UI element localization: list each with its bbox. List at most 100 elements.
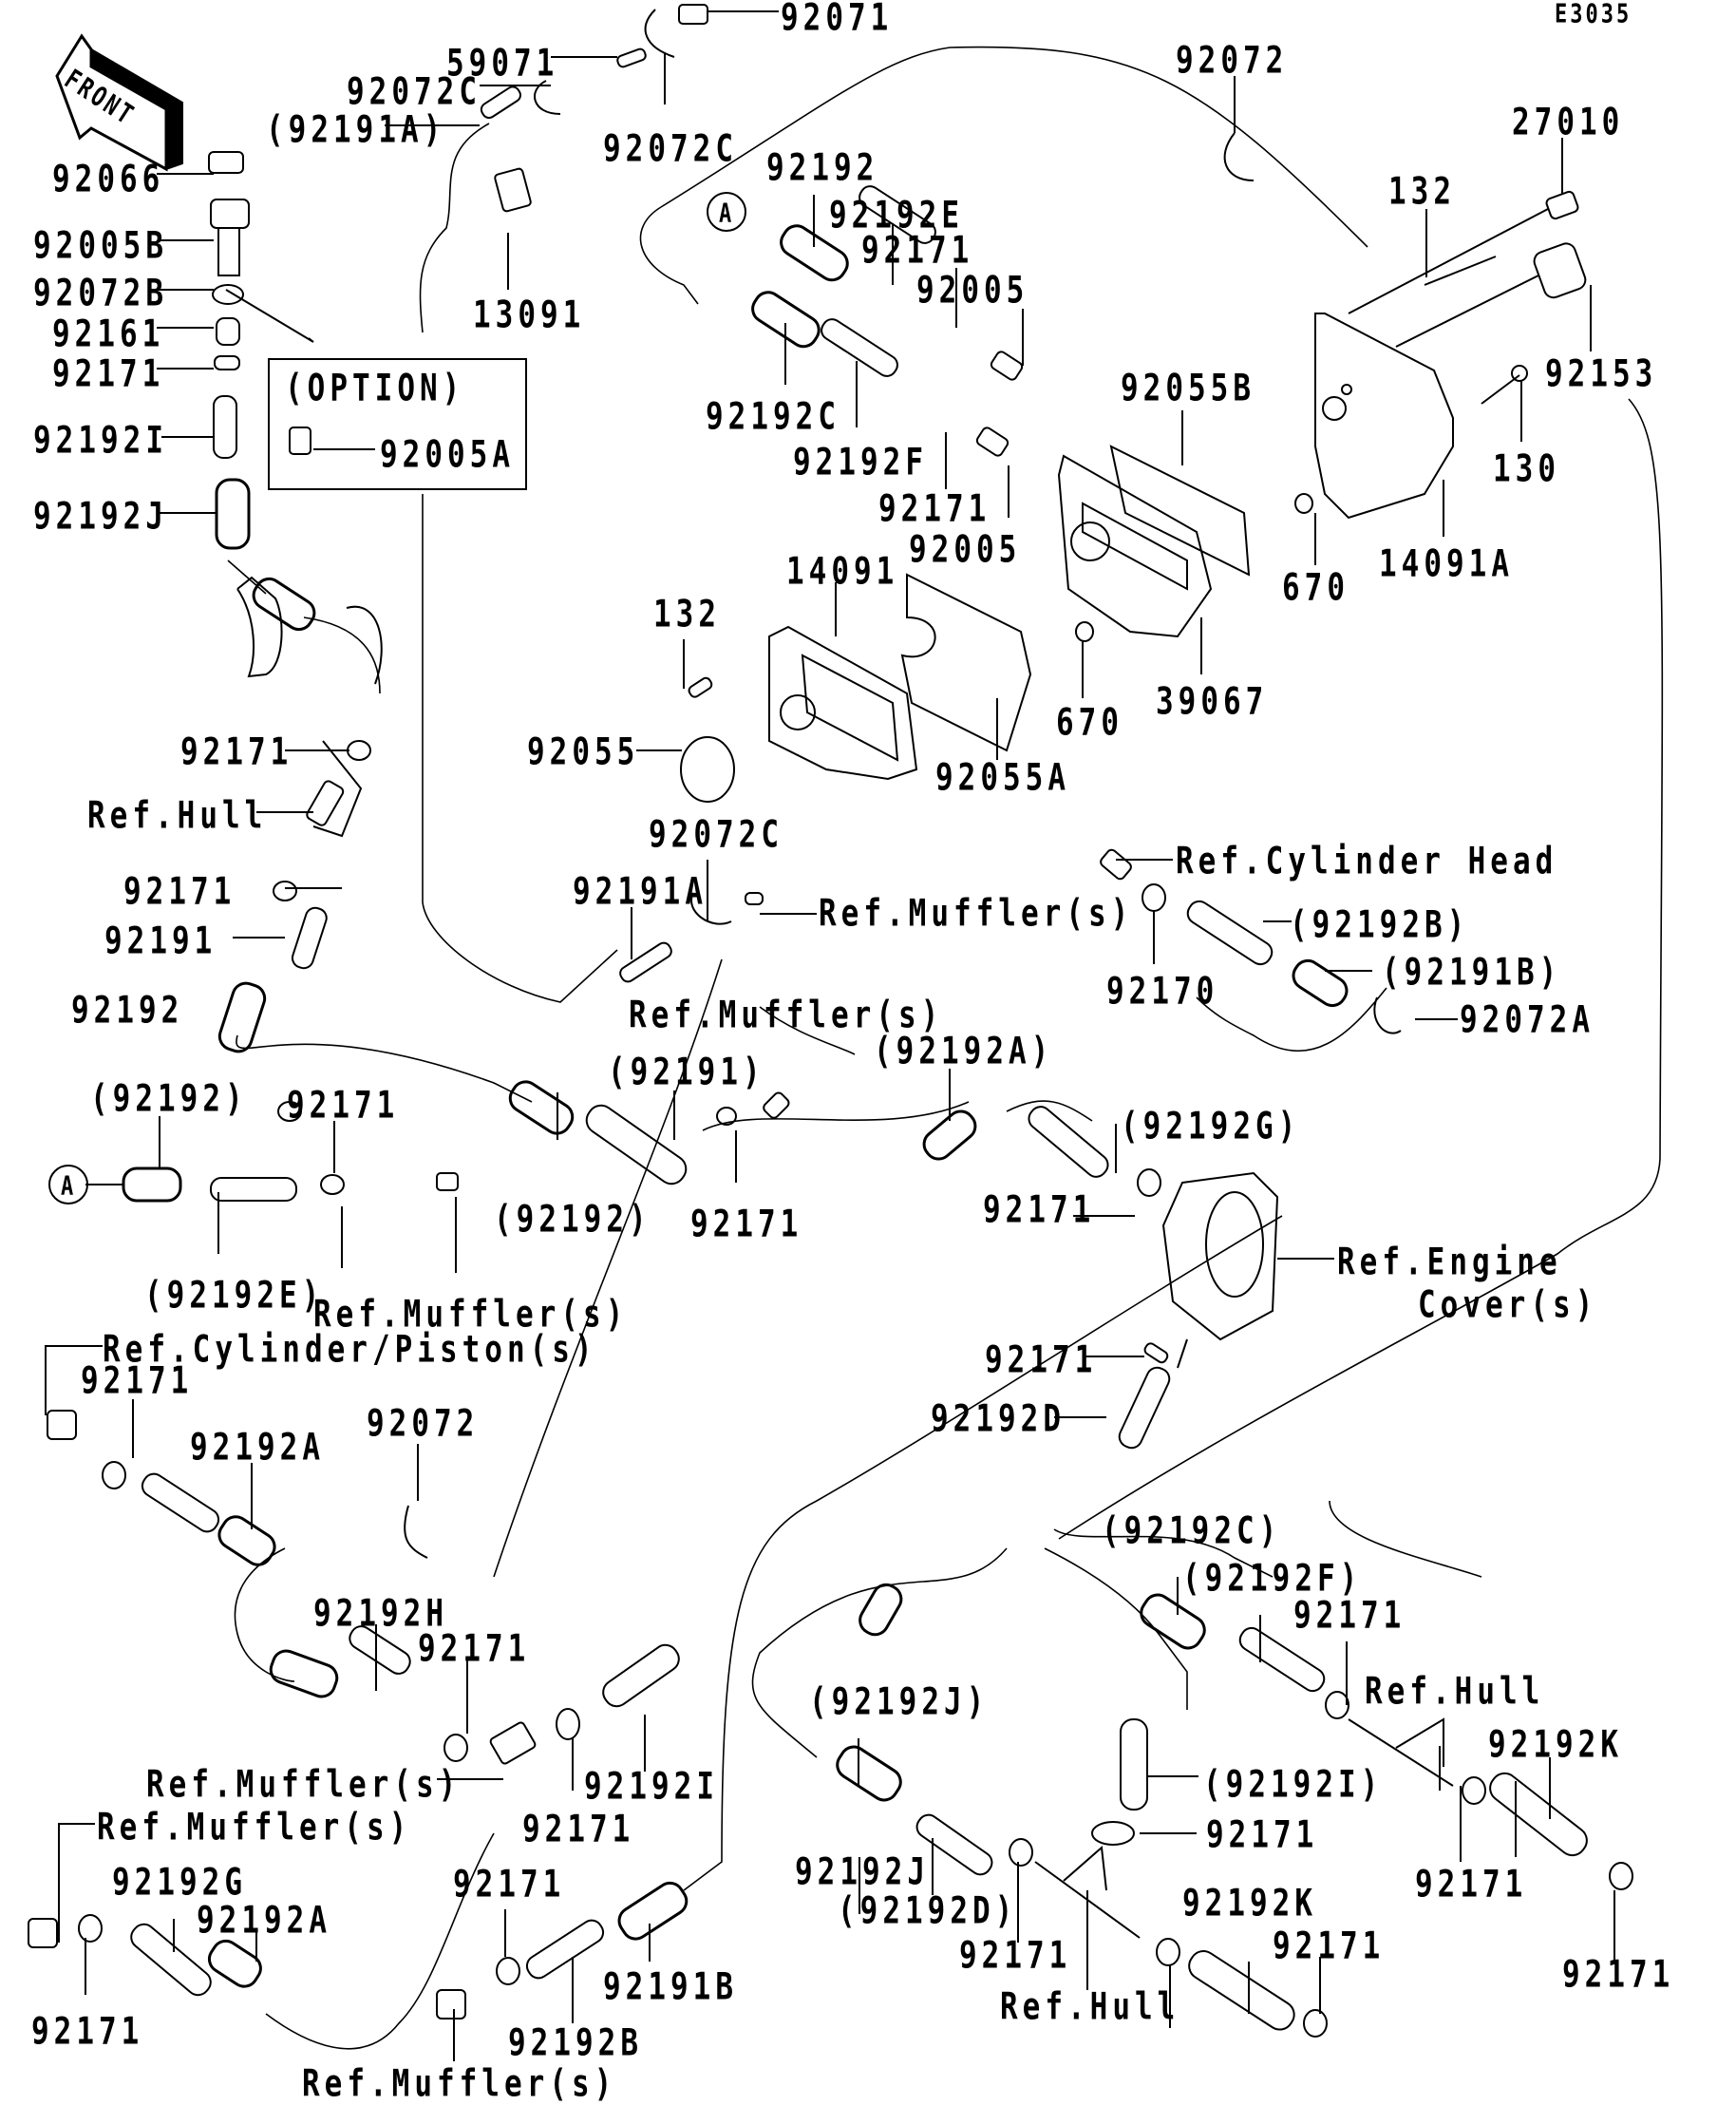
part-callout-ref-muffler-s: Ref.Muffler(s) xyxy=(819,892,1134,936)
tube-parts xyxy=(130,85,1588,2031)
part-callout-ref-muffler-s: Ref.Muffler(s) xyxy=(146,1763,462,1807)
part-callout-92055: 92055 xyxy=(527,730,640,774)
o-ring-670-lower xyxy=(1075,621,1094,642)
part-callout-92192a: (92192A) xyxy=(874,1030,1054,1073)
part-callout-92192k: 92192K xyxy=(1488,1723,1623,1767)
cover-39067 xyxy=(1057,445,1251,638)
fittings-and-clamps xyxy=(28,4,1633,2038)
part-callout-92191a: 92191A xyxy=(573,870,708,914)
part-callout-92171: 92171 xyxy=(861,229,974,273)
option-box-label: (OPTION) xyxy=(285,367,465,410)
part-callout-92191b: 92191B xyxy=(603,1965,738,2009)
part-callout-92072c: 92072C xyxy=(603,127,738,171)
part-callout-92005: 92005 xyxy=(916,269,1029,313)
part-callout-92192: (92192) xyxy=(494,1198,651,1242)
part-callout-670: 670 xyxy=(1056,701,1123,745)
part-callout-ref-cylinder-piston-s: Ref.Cylinder/Piston(s) xyxy=(103,1328,597,1372)
part-callout-ref-hull: Ref.Hull xyxy=(1365,1670,1545,1714)
part-callout-92192: 92192 xyxy=(766,146,879,190)
part-callout-92192d: 92192D xyxy=(931,1397,1066,1441)
part-callout-92171: 92171 xyxy=(31,2010,144,2054)
part-callout-92192j: 92192J xyxy=(795,1850,930,1894)
part-callout-92171: 92171 xyxy=(1206,1813,1319,1857)
part-callout-92192: 92192 xyxy=(71,989,184,1033)
part-callout-670: 670 xyxy=(1282,566,1349,610)
drawing-id: E3035 xyxy=(1555,0,1632,29)
part-callout-132: 132 xyxy=(653,593,721,636)
part-callout-92072: 92072 xyxy=(1176,39,1289,83)
part-callout-92192b: 92192B xyxy=(508,2021,643,2065)
part-callout-92005a: 92005A xyxy=(380,433,515,477)
connector-marker: A xyxy=(719,199,735,229)
part-callout-92171: 92171 xyxy=(418,1627,531,1671)
part-callout-27010: 27010 xyxy=(1512,101,1625,144)
part-callout-92192e: (92192E) xyxy=(144,1274,325,1318)
part-callout-cover-s: Cover(s) xyxy=(1418,1283,1598,1327)
part-callout-92171: 92171 xyxy=(1415,1863,1528,1906)
part-callout-ref-hull: Ref.Hull xyxy=(1000,1985,1180,2029)
part-callout-ref-muffler-s: Ref.Muffler(s) xyxy=(97,1806,412,1849)
part-callout-92192h: 92192H xyxy=(313,1592,448,1636)
part-callout-92055b: 92055B xyxy=(1121,367,1255,410)
part-callout-ref-muffler-s: Ref.Muffler(s) xyxy=(313,1293,629,1337)
part-callout-92071: 92071 xyxy=(781,0,894,40)
o-ring-92055 xyxy=(680,736,735,803)
part-callout-92072b: 92072B xyxy=(33,272,168,315)
o-ring-670-right xyxy=(1294,493,1313,514)
part-callout-92055a: 92055A xyxy=(935,756,1070,800)
part-callout-92171: 92171 xyxy=(959,1934,1072,1978)
part-callout-92192f: 92192F xyxy=(793,441,928,484)
part-callout-92072a: 92072A xyxy=(1460,998,1594,1042)
part-callout-ref-muffler-s: Ref.Muffler(s) xyxy=(629,994,944,1037)
part-callout-92171: 92171 xyxy=(985,1338,1098,1382)
gasket-92055A xyxy=(900,573,1032,752)
part-callout-92192i: (92192I) xyxy=(1203,1763,1384,1807)
part-callout-92171: 92171 xyxy=(878,487,991,531)
part-callout-92171: 92171 xyxy=(287,1084,400,1128)
part-callout-92171: 92171 xyxy=(123,870,236,914)
part-callout-92192g: 92192G xyxy=(112,1861,247,1905)
part-callout-92161: 92161 xyxy=(52,313,165,356)
part-callout-92072c: 92072C xyxy=(347,70,481,114)
part-callout-ref-hull: Ref.Hull xyxy=(87,794,268,838)
part-callout-39067: 39067 xyxy=(1156,680,1269,724)
connector-marker: A xyxy=(61,1171,77,1202)
part-callout-92192: (92192) xyxy=(90,1077,248,1121)
part-callout-92191: (92191) xyxy=(608,1051,765,1094)
part-callout-92192c: (92192C) xyxy=(1102,1509,1282,1553)
part-callout-92171: 92171 xyxy=(690,1203,803,1246)
part-callout-92153: 92153 xyxy=(1545,352,1658,396)
cover-plate-14091A xyxy=(1314,313,1454,520)
part-callout-92192d: (92192D) xyxy=(838,1889,1018,1933)
leader-lines xyxy=(45,10,1615,2061)
part-callout-92192i: 92192I xyxy=(584,1765,719,1809)
part-callout-14091a: 14091A xyxy=(1379,542,1514,586)
part-callout-92005b: 92005B xyxy=(33,224,168,268)
part-callout-ref-engine: Ref.Engine xyxy=(1337,1241,1562,1284)
part-callout-92171: 92171 xyxy=(52,352,165,396)
part-callout-92192j: (92192J) xyxy=(809,1680,990,1724)
part-callout-92171: 92171 xyxy=(1562,1953,1675,1997)
part-callout-92192c: 92192C xyxy=(706,395,840,439)
part-callout-92171: 92171 xyxy=(983,1188,1096,1232)
part-callout-92192a: 92192A xyxy=(190,1426,325,1470)
part-callout-92192e: 92192E xyxy=(829,194,964,237)
corrugated-hoses xyxy=(122,224,1349,1988)
part-callout-92192a: 92192A xyxy=(197,1899,331,1943)
part-callout-92170: 92170 xyxy=(1106,970,1219,1014)
front-arrow-icon xyxy=(55,33,183,172)
part-callout-ref-muffler-s: Ref.Muffler(s) xyxy=(302,2062,617,2105)
part-callout-130: 130 xyxy=(1493,447,1560,491)
part-callout-92191a: (92191A) xyxy=(266,108,446,152)
part-callout-92072: 92072 xyxy=(367,1402,480,1446)
part-callout-92072c: 92072C xyxy=(649,813,783,857)
part-callout-92192f: (92192F) xyxy=(1182,1557,1363,1601)
part-callout-13091: 13091 xyxy=(473,294,586,337)
part-callout-92191: 92191 xyxy=(104,920,217,963)
part-callout-92192i: 92192I xyxy=(33,419,168,463)
engine-cover xyxy=(1161,1171,1279,1369)
part-callout-ref-cylinder-head: Ref.Cylinder Head xyxy=(1176,840,1558,883)
part-callout-92192g: (92192G) xyxy=(1121,1105,1301,1148)
part-callout-92192k: 92192K xyxy=(1182,1882,1317,1925)
